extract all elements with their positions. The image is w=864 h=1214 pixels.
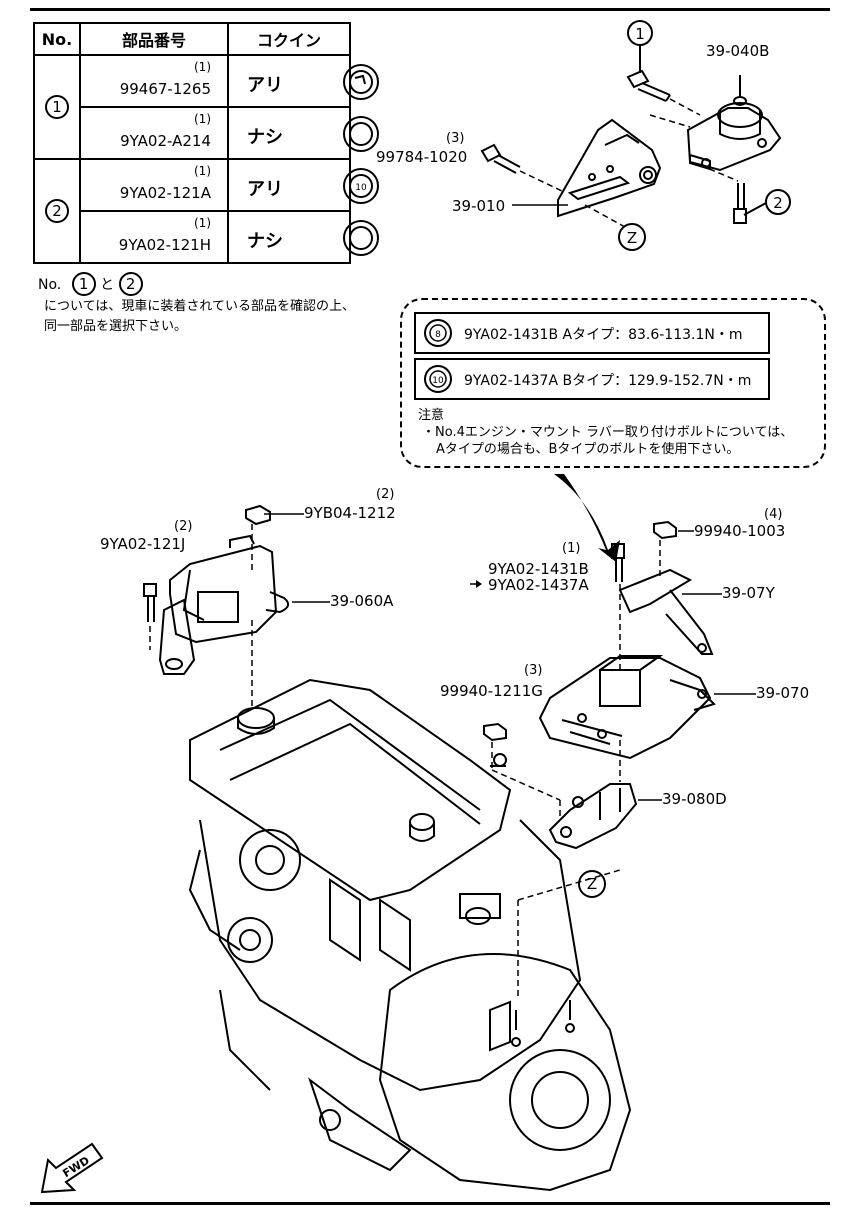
note-no-prefix: No.	[38, 277, 62, 293]
spec-text-a: 9YA02-1431B Aタイプ：83.6-113.1N・m	[464, 327, 743, 343]
spec-row-b: 10 9YA02-1437A Bタイプ：129.9-152.7N・m	[414, 358, 770, 400]
label-39-070: 39-070	[756, 684, 810, 702]
svg-text:10: 10	[355, 183, 367, 193]
svg-text:10: 10	[432, 376, 444, 386]
note-left: No. 1 と 2	[38, 272, 143, 296]
washer-plain-icon	[343, 220, 379, 256]
left-mount-drawing	[143, 504, 290, 708]
label-99940-1211G: 99940-1211G	[440, 682, 543, 700]
note-and: と	[100, 277, 115, 293]
bottom-frame-line	[30, 1202, 830, 1205]
table-row: (1)9YA02-121H ナシ	[34, 210, 379, 264]
label-39-07Y: 39-07Y	[722, 584, 775, 602]
label-1211G-qty: (3)	[524, 663, 543, 678]
part-cell: (1)9YA02-121H	[79, 210, 229, 264]
leader-39-070	[714, 693, 756, 695]
stamp-cell: アリ 10	[227, 158, 379, 212]
part-cell: (1)99467-1265	[79, 54, 229, 108]
label-1431-qty: (1)	[562, 541, 581, 556]
header-part-number: 部品番号	[79, 22, 229, 56]
label-9YA02-1437A: 9YA02-1437A	[488, 576, 589, 594]
note-body-1: ・No.4エンジン・マウント ラバー取り付けボルトについては、	[422, 425, 794, 440]
label-39-060A: 39-060A	[330, 592, 394, 610]
label-121J-qty: (2)	[174, 519, 193, 534]
top-mount-drawing: 1 2 Z	[480, 20, 791, 251]
header-stamp: コクイン	[227, 22, 351, 56]
leader-39-080D	[638, 799, 662, 801]
note-title: 注意	[418, 408, 445, 423]
svg-text:Z: Z	[587, 875, 597, 893]
table-row: 2 (1)9YA02-121A アリ 10	[33, 158, 379, 264]
svg-text:8: 8	[435, 330, 441, 340]
label-99940-1003-qty: (4)	[764, 507, 783, 522]
note-body-2: Aタイプの場合も、Bタイプのボルトを使用下さい。	[436, 442, 740, 457]
table-header-row: No. 部品番号 コクイン	[33, 22, 351, 56]
header-no: No.	[33, 22, 81, 56]
leader-39-07Y	[682, 593, 722, 595]
callout-arrow	[554, 474, 620, 562]
label-99784-qty: (3)	[446, 131, 465, 146]
fwd-arrow-icon: FWD	[40, 1142, 104, 1194]
spec-row-a: 8 9YA02-1431B Aタイプ：83.6-113.1N・m	[414, 312, 770, 354]
label-9YA02-121J: 9YA02-121J	[100, 535, 186, 553]
note-circle-1: 1	[71, 272, 96, 296]
label-39-040B: 39-040B	[706, 42, 770, 60]
bolt-head-10-icon: 10	[424, 365, 452, 393]
label-9YB04-qty: (2)	[376, 487, 395, 502]
note-line-2: については、現車に装着されている部品を確認の上、	[44, 299, 355, 314]
leader-39-060A	[292, 601, 330, 603]
top-frame-line	[30, 8, 830, 11]
label-39-010: 39-010	[452, 197, 506, 215]
washer-10-icon: 10	[343, 168, 379, 204]
washer-plain-icon	[343, 116, 379, 152]
part-cell: (1)9YA02-121A	[79, 158, 229, 212]
leader-39-010	[512, 204, 568, 206]
spec-note-box	[400, 298, 826, 468]
washer-marked-icon	[343, 64, 379, 100]
table-row: 1 (1)99467-1265 アリ	[33, 54, 379, 160]
svg-text:Z: Z	[627, 229, 637, 247]
group-no-2: 2	[33, 158, 81, 264]
leader-9YB04	[264, 513, 304, 515]
z-circle-bottom-icon: Z	[578, 870, 606, 898]
part-cell: (1)9YA02-A214	[79, 106, 229, 160]
engine-drawing	[188, 678, 632, 1192]
stamp-cell: ナシ	[227, 210, 379, 264]
right-mount-drawing	[470, 520, 716, 850]
note-line-3: 同一部品を選択下さい。	[44, 319, 188, 334]
label-99784-1020: 99784-1020	[376, 148, 468, 166]
bolt-head-8-icon: 8	[424, 319, 452, 347]
label-9YB04-1212: 9YB04-1212	[304, 504, 396, 522]
stamp-cell: ナシ	[227, 106, 379, 160]
label-39-080D: 39-080D	[662, 790, 727, 808]
leader-99940-1003	[678, 530, 694, 532]
label-99940-1003: 99940-1003	[694, 522, 786, 540]
svg-text:2: 2	[773, 194, 783, 212]
parts-table: No. 部品番号 コクイン 1 (1)99467-1265 アリ (1)9YA0…	[33, 22, 379, 264]
stamp-cell: アリ	[227, 54, 379, 108]
svg-text:1: 1	[635, 25, 645, 43]
label-9YA02-1431B: 9YA02-1431B	[488, 560, 589, 578]
group-no-1: 1	[33, 54, 81, 160]
spec-text-b: 9YA02-1437A Bタイプ：129.9-152.7N・m	[464, 373, 752, 389]
table-row: (1)9YA02-A214 ナシ	[34, 106, 379, 160]
note-circle-2: 2	[118, 272, 143, 296]
